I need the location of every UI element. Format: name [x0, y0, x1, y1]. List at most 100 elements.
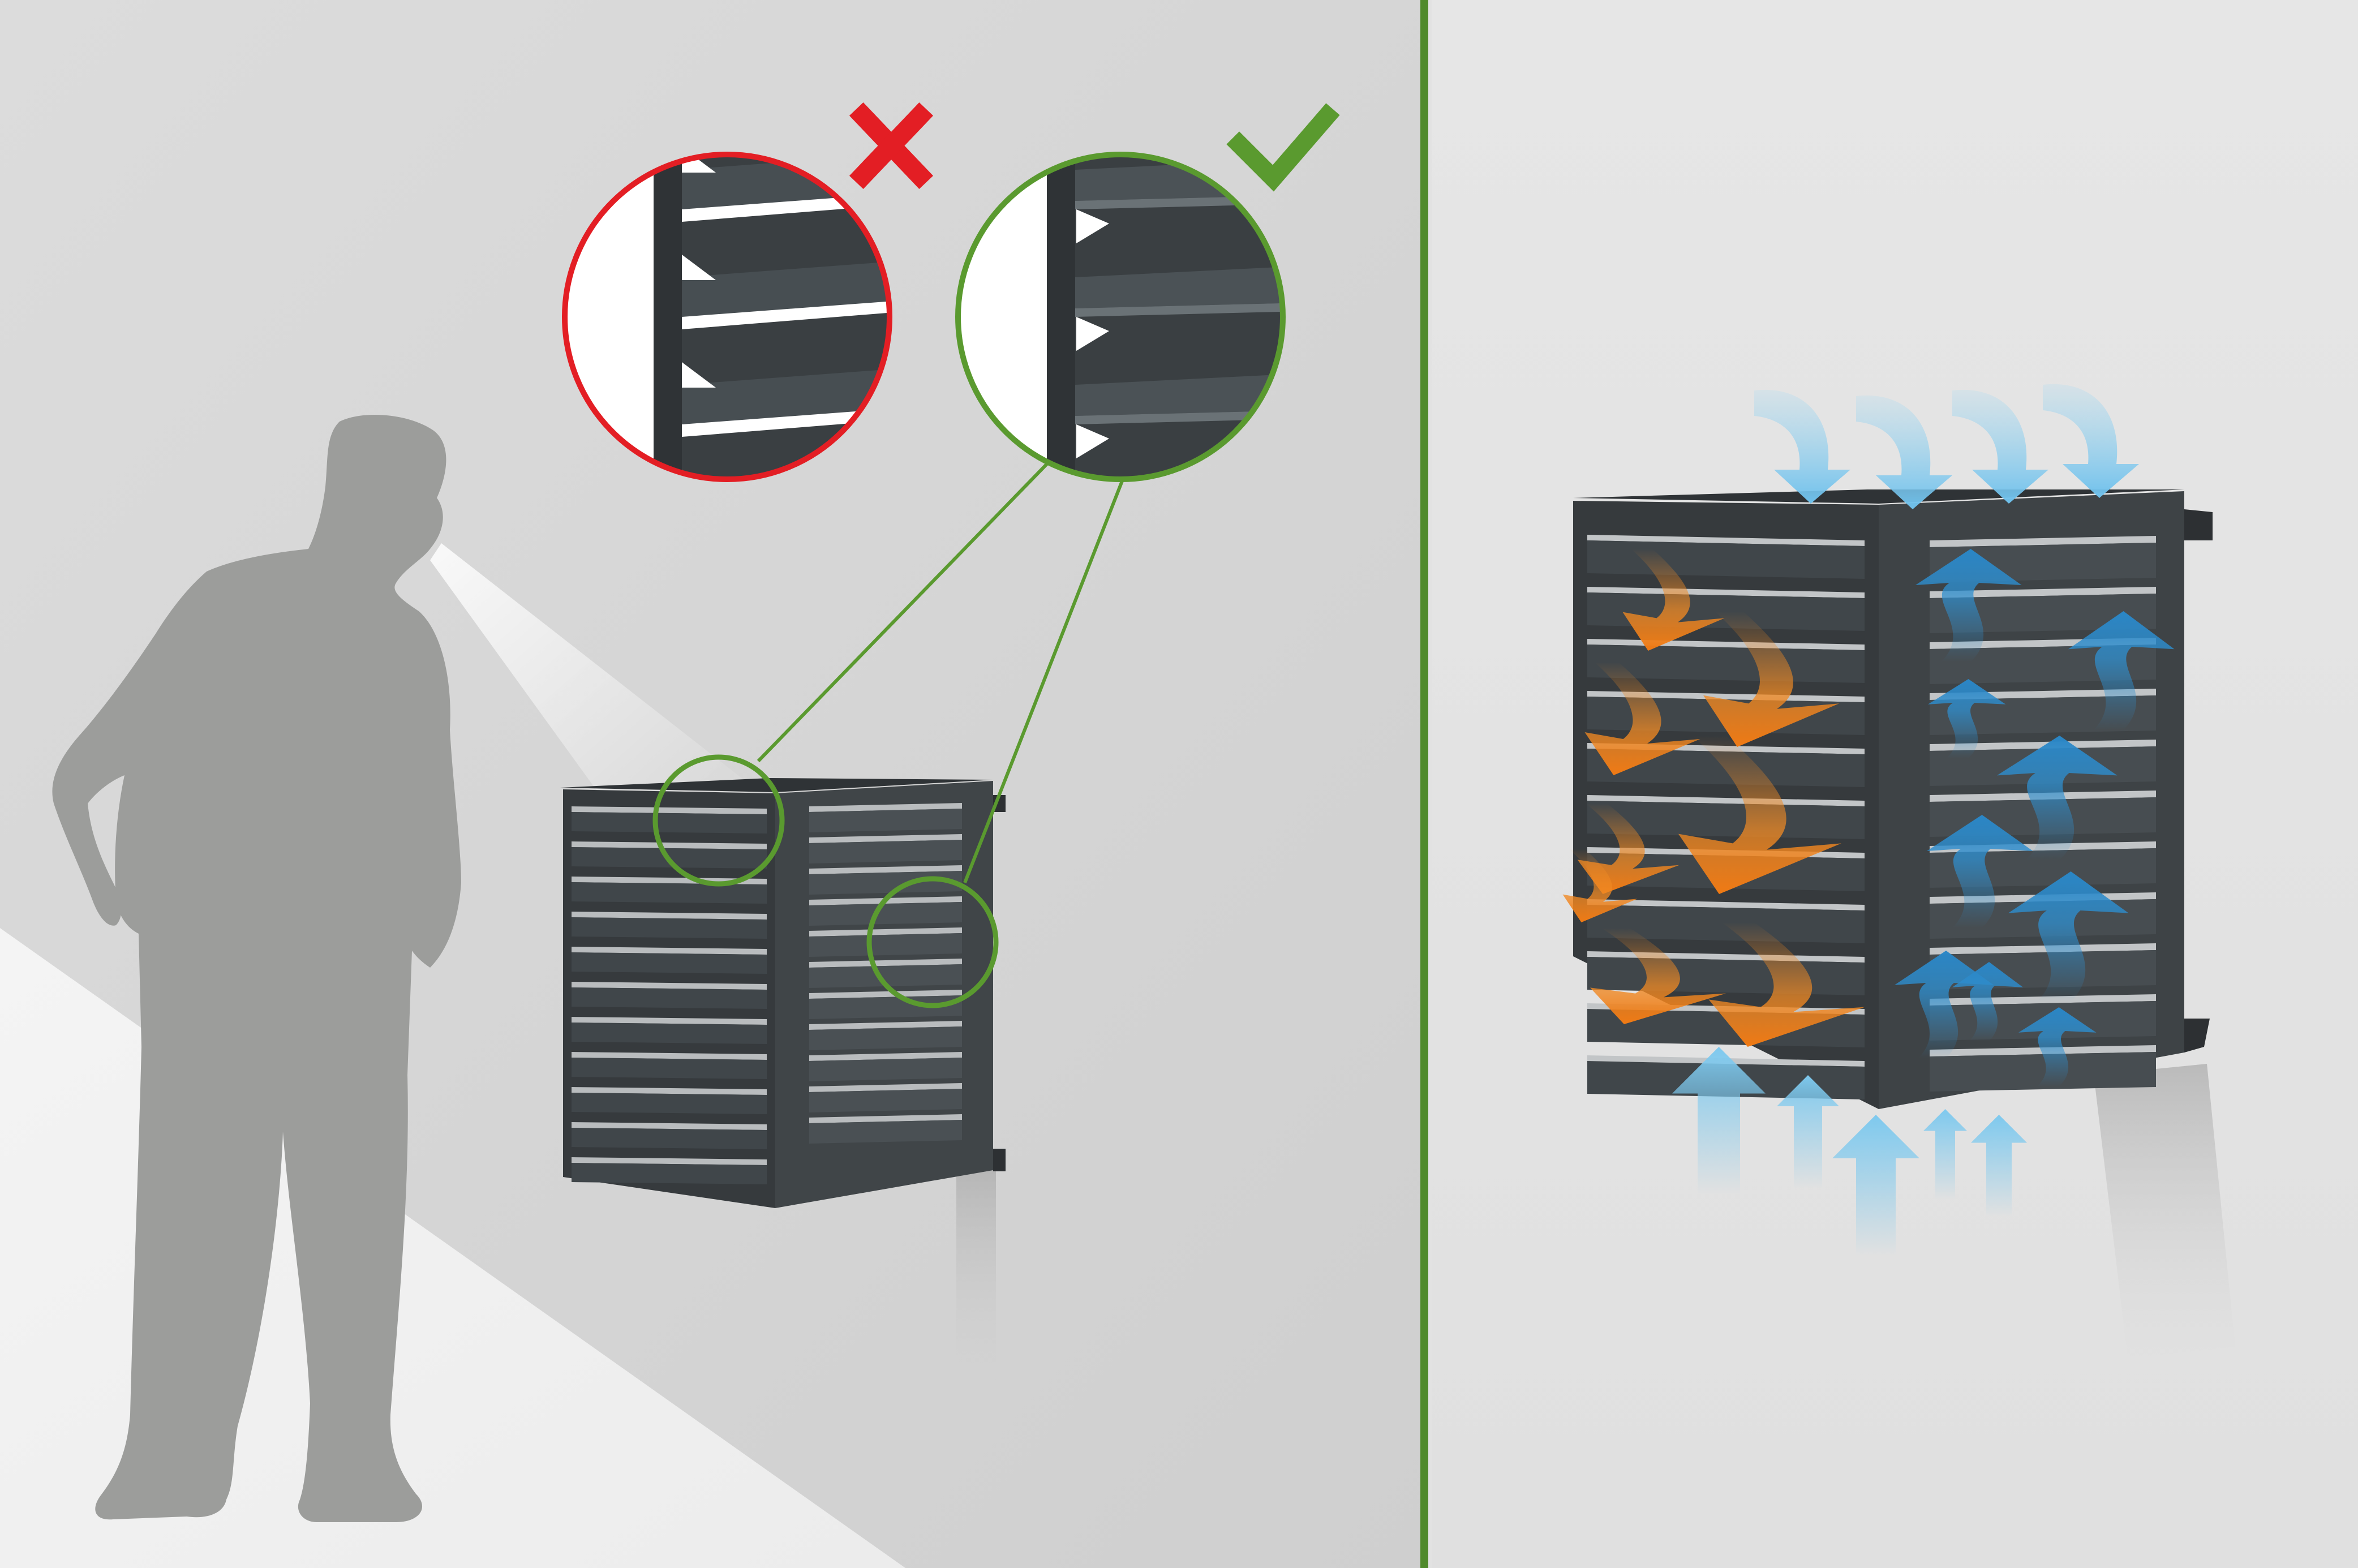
cover-small-side-slat — [809, 902, 962, 926]
cool-air-bottom-arrow — [1777, 1075, 1839, 1188]
detail-slat — [1075, 373, 1283, 416]
cover-small-slat-gap — [572, 912, 767, 920]
cover-small-slat — [572, 952, 767, 974]
cover-large-side-slat-gap — [1930, 943, 2156, 955]
cover-small-slat — [572, 1093, 767, 1114]
cool-air-bottom-arrow — [1672, 1047, 1766, 1194]
airflow-arrows — [1562, 384, 2175, 1256]
cover-small-shadow — [956, 1160, 996, 1381]
cover-small-side-slat-gap — [809, 1052, 962, 1061]
cover-small-slat-gap — [572, 947, 767, 955]
cover-small-side-slat — [809, 809, 962, 832]
cover-large-slat — [1587, 540, 1865, 579]
detail-slat-light-gap — [682, 154, 716, 173]
person-scene — [52, 415, 753, 1522]
cover-large-slat-gap — [1587, 535, 1865, 546]
cover-large-slat — [1587, 801, 1865, 839]
cover-large-slat-gap — [1587, 691, 1865, 702]
hot-air-arrow — [1703, 611, 1839, 747]
detail-right — [955, 152, 1286, 482]
cover-small-side-slat — [809, 1089, 962, 1112]
cover-large-flange-bottom — [2184, 1019, 2210, 1053]
cool-air-side-arrow — [2008, 871, 2129, 1002]
detail-slat — [1075, 266, 1283, 308]
cool-air-bottom-arrow — [1971, 1115, 2027, 1217]
cover-small-side-slat — [809, 933, 962, 957]
cover-small — [560, 778, 1006, 1381]
cover-small-top — [560, 778, 993, 792]
cover-small-side-slat — [809, 964, 962, 988]
cover-large-side-slat-gap — [1930, 587, 2156, 598]
view-beam — [430, 543, 753, 826]
cover-small-slat-gap — [572, 1122, 767, 1130]
cover-small-slat — [572, 1023, 767, 1044]
cover-small-slat-gap — [572, 1157, 767, 1165]
cover-large-side-slat — [1930, 1052, 2156, 1092]
cover-large-flange-top — [2184, 509, 2213, 540]
cool-air-side-arrow — [1915, 549, 2022, 662]
detail-slat — [682, 368, 890, 424]
hot-air-arrow — [1678, 736, 1841, 894]
cover-large-slat — [1587, 645, 1865, 683]
detail-slat-light-gap — [682, 300, 890, 329]
callout-ring-side — [866, 876, 999, 1008]
cover-small-side-slat — [809, 1026, 962, 1050]
detail-slat-edge — [1075, 303, 1283, 317]
cool-air-side-arrow — [1928, 679, 2006, 758]
callout-line-top — [757, 462, 1049, 763]
detail-right-ring — [955, 152, 1286, 482]
cover-large-slat-gap — [1587, 587, 1865, 598]
cover-small-slat-gap — [572, 1087, 767, 1095]
cover-small-side-slat-gap — [809, 1083, 962, 1092]
panel-divider — [1420, 0, 1428, 1568]
cover-small-side-slat — [809, 871, 962, 895]
detail-slat-light-gap — [682, 407, 890, 437]
cover-large-slat — [1587, 957, 1865, 995]
cover-small-slat-gap — [572, 1052, 767, 1060]
cover-large-side-slat — [1930, 594, 2156, 633]
cross-mark-icon — [849, 102, 934, 190]
callout-ring-top — [652, 754, 785, 887]
cover-small-slat — [572, 1058, 767, 1079]
cover-small-slat — [572, 1163, 767, 1184]
detail-post — [654, 154, 682, 479]
cool-air-side-arrow — [1952, 962, 2023, 1041]
cover-small-side-slat — [809, 1058, 962, 1081]
cover-large-slat-gap — [1587, 795, 1865, 806]
detail-slat-light-gap — [1076, 209, 1109, 243]
cover-small-side-slat — [809, 840, 962, 864]
cover-small-slat — [572, 882, 767, 904]
cover-small-slat-gap — [572, 806, 767, 814]
hot-air-arrow — [1590, 928, 1726, 1024]
cool-air-top-arrow — [2043, 384, 2139, 498]
detail-post — [1047, 154, 1075, 479]
cool-air-side-arrow — [2068, 611, 2175, 730]
cover-large-top — [1573, 489, 2184, 504]
cover-small-slat-gap — [572, 841, 767, 849]
cool-air-bottom-arrow — [1832, 1115, 1919, 1256]
detail-wrong-ring — [562, 152, 892, 482]
cover-small-side-slat — [809, 995, 962, 1019]
cool-air-side-arrow — [1927, 815, 2033, 928]
detail-slat-light-gap — [1076, 317, 1109, 351]
cover-small-side-slat-gap — [809, 1114, 962, 1123]
cool-air-top-arrow — [1856, 395, 1952, 509]
cool-air-top-arrow — [1754, 389, 1850, 504]
cover-small-side-slat-gap — [809, 803, 962, 812]
cover-large-shadow — [2094, 1064, 2235, 1358]
hot-air-arrow — [1584, 662, 1700, 775]
callout-line-side — [963, 477, 1125, 884]
cover-small-slat — [572, 917, 767, 939]
cool-air-side-arrow — [2018, 1007, 2097, 1086]
hot-air-arrow — [1562, 849, 1638, 922]
cover-large-side-slat-gap — [1930, 740, 2156, 751]
cover-small-slat — [572, 1128, 767, 1149]
detail-slat-light-gap — [1076, 424, 1109, 458]
check-mark-icon — [1226, 103, 1340, 192]
cover-small-side-slat-gap — [809, 959, 962, 968]
cover-large-side-slat-gap — [1930, 536, 2156, 547]
cover-small-slat — [572, 987, 767, 1009]
cover-small-side-slat-gap — [809, 1021, 962, 1030]
hot-air-arrow — [1622, 549, 1725, 651]
